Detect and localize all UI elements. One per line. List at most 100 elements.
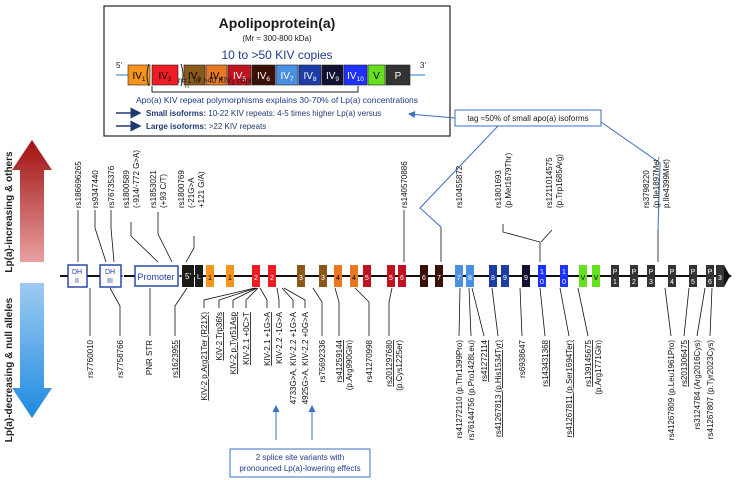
exon-box bbox=[611, 265, 619, 287]
bottom-variant-rs76144756: rs76144756 (p.Pro1428Leu) bbox=[467, 340, 476, 440]
exon-20: 10 bbox=[560, 265, 568, 287]
exon-label-bottom: 0 bbox=[562, 279, 566, 286]
conn-rs9347440 bbox=[94, 210, 107, 263]
exon-1: 1 bbox=[206, 265, 214, 287]
exon-15: 8 bbox=[466, 265, 474, 287]
exon-label-top: P bbox=[613, 269, 618, 276]
exon-label-bottom: 3 bbox=[649, 279, 653, 286]
exon-23: P1 bbox=[611, 265, 619, 287]
top-variant-rs1853021-desc: (+93 C/T) bbox=[159, 174, 168, 208]
promoter-label: Promoter bbox=[137, 272, 174, 282]
top-variant-rs1800769: rs1800769 bbox=[177, 170, 186, 208]
top-variant-rs186696265: rs186696265 bbox=[74, 161, 83, 208]
exon-12: 6 bbox=[420, 265, 428, 287]
exon-22: V bbox=[592, 265, 600, 287]
top-variant-rs1800769-desc1: (-21G>A bbox=[187, 177, 196, 208]
domain-iv7: IV7 bbox=[275, 64, 299, 86]
bottom-variant-rs75692336: rs75692336 bbox=[318, 339, 327, 382]
three-prime-label: 3' bbox=[420, 61, 426, 70]
bottom-variant-rs41267813: rs41267813 (p.His1534Tyr) bbox=[494, 340, 503, 437]
exon-26: P4 bbox=[668, 265, 676, 287]
tag-line-rs3798220 bbox=[600, 121, 661, 231]
exon-box bbox=[630, 265, 638, 287]
domain-label: IV1 bbox=[132, 71, 145, 83]
bottom-variant-rs6938647: rs6938647 bbox=[518, 339, 527, 377]
exon-label: 6 bbox=[400, 275, 404, 282]
domain-iv9: IV9 bbox=[321, 64, 344, 86]
exon-label-top: 1 bbox=[540, 269, 544, 276]
domain-box bbox=[227, 64, 252, 86]
domain-label: V bbox=[373, 71, 380, 82]
bottom-variant-rs7760010: rs7760010 bbox=[86, 339, 95, 377]
exon-box bbox=[387, 265, 395, 287]
domain-box bbox=[205, 64, 228, 86]
tag-arrow-to-text bbox=[408, 111, 456, 119]
domain-label: P bbox=[395, 71, 402, 82]
exon-label-bottom: 2 bbox=[632, 279, 636, 286]
conn-rs41270998 bbox=[354, 287, 370, 336]
top-variant-rs1801693: rs1801693 bbox=[494, 170, 503, 208]
decreasing-arrow bbox=[12, 283, 52, 418]
exon-label: V bbox=[594, 275, 599, 282]
domain-label: IV8 bbox=[303, 71, 316, 83]
exon-18: 9 bbox=[522, 265, 530, 287]
exon-label: 4 bbox=[336, 275, 340, 282]
bottom-variant-rs41267807: rs41267807 (p.Tyr2023Cys) bbox=[706, 340, 715, 440]
top-variant-rs140570886: rs140570886 bbox=[400, 161, 409, 208]
domain-box bbox=[385, 64, 411, 86]
top-variant-labels: rs186696265 rs9347440 rs76735376 rs18005… bbox=[74, 150, 671, 208]
bottom-variant-rs201297680: rs201297680 bbox=[385, 339, 394, 386]
top-variant-rs1801693-desc: (p.Met1679Thr) bbox=[504, 153, 513, 208]
exon-label: 3 bbox=[321, 275, 325, 282]
conn-rs1211014575 bbox=[540, 229, 553, 243]
polymorphism-explanation: Apo(a) KIV repeat polymorphisms explains… bbox=[136, 95, 418, 105]
exon-box bbox=[297, 265, 305, 287]
exon-29: 3 bbox=[716, 265, 724, 287]
top-variant-rs1211014575: rs1211014575 bbox=[545, 157, 554, 208]
tag-callout-text: tag ≈50% of small apo(a) isoforms bbox=[467, 114, 588, 123]
exon-box bbox=[689, 265, 697, 287]
dh2-label-a: DH bbox=[72, 269, 82, 276]
bottom-variant-4925ga: 4925G>A, KIV-2.2 +0G>A bbox=[301, 311, 310, 404]
exon-label: 1 bbox=[228, 275, 232, 282]
bottom-variant-rs139145675-desc: (p.Arg1771Gln) bbox=[594, 340, 603, 395]
large-isoform-text: Large isoforms: >22 KIV repeats bbox=[146, 122, 266, 131]
dh3-label-b: III bbox=[107, 278, 113, 285]
exon-label-bottom: 5 bbox=[691, 279, 695, 286]
domain-label: IV9 bbox=[326, 71, 339, 83]
bottom-variant-pnr-str: PNR STR bbox=[145, 340, 154, 375]
exon-8: 4 bbox=[350, 265, 358, 287]
dh3-label-a: DH bbox=[105, 269, 115, 276]
exon-box bbox=[435, 265, 443, 287]
domain-p: P bbox=[385, 64, 411, 86]
conn-rs201306475 bbox=[683, 287, 690, 337]
domain-box bbox=[298, 64, 322, 86]
tag-line-rs10455872 bbox=[419, 125, 499, 228]
conn-rs41267811 bbox=[559, 287, 570, 337]
conn-kiv21-0ct bbox=[245, 287, 259, 308]
exon-box bbox=[398, 265, 406, 287]
protein-title: Apolipoprotein(a) bbox=[219, 15, 336, 31]
exon-24: P2 bbox=[630, 265, 638, 287]
conn-rs41259144 bbox=[334, 287, 340, 336]
top-variant-rs1800589: rs1800589 bbox=[122, 170, 131, 208]
exon-label-bottom: 4 bbox=[670, 279, 674, 286]
kiv2-copies-note: n=1 to >40 KIV2 copies bbox=[178, 76, 260, 87]
bottom-variant-4733ga: 4733G>A, KIV-2.2 +1G>A bbox=[289, 311, 298, 404]
exon-label-bottom: 6 bbox=[708, 279, 712, 286]
exon-label: 6 bbox=[422, 275, 426, 282]
conn-kiv22-m1ga bbox=[276, 287, 280, 308]
exon-10: 5 bbox=[387, 265, 395, 287]
dh3-box bbox=[99, 264, 122, 288]
bottom-connectors bbox=[89, 287, 713, 337]
conn-rs1801693 bbox=[502, 224, 541, 262]
conn-rs41267807 bbox=[709, 287, 713, 337]
bottom-variant-rs3124784: rs3124784 (Arg2016Cys) bbox=[693, 340, 702, 430]
kiv-copies-text: 10 to >50 KIV copies bbox=[221, 48, 332, 62]
conn-rs201297680 bbox=[388, 287, 393, 336]
top-variant-rs3798220-desc1: (p.Ile1897Met, bbox=[652, 157, 661, 208]
bottom-variant-rs7758766: rs7758766 bbox=[116, 339, 125, 377]
small-isoform-text: Small isoforms: 10-22 KIV repeats: 4-5 t… bbox=[146, 109, 381, 118]
